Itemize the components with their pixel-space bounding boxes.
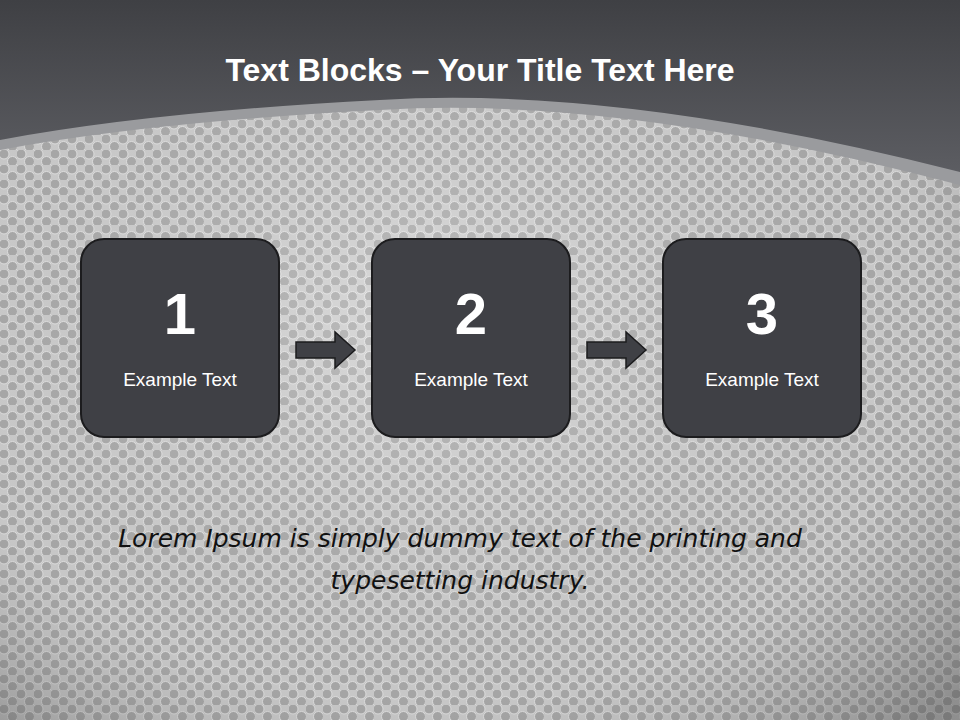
flow-arrow xyxy=(587,332,646,368)
slide-title: Text Blocks – Your Title Text Here xyxy=(0,52,960,89)
step-label: Example Text xyxy=(705,369,819,392)
caption: Lorem Ipsum is simply dummy text of the … xyxy=(110,518,810,602)
text-block-box: 2Example Text xyxy=(371,238,571,438)
step-label: Example Text xyxy=(123,369,237,392)
flow-arrow xyxy=(296,332,355,368)
arrow-shape xyxy=(587,332,646,368)
step-number: 2 xyxy=(455,285,487,343)
arrow-shape xyxy=(296,332,355,368)
step-number: 3 xyxy=(746,285,778,343)
text-block-box: 1Example Text xyxy=(80,238,280,438)
step-label: Example Text xyxy=(414,369,528,392)
text-block-box: 3Example Text xyxy=(662,238,862,438)
step-number: 1 xyxy=(164,285,196,343)
